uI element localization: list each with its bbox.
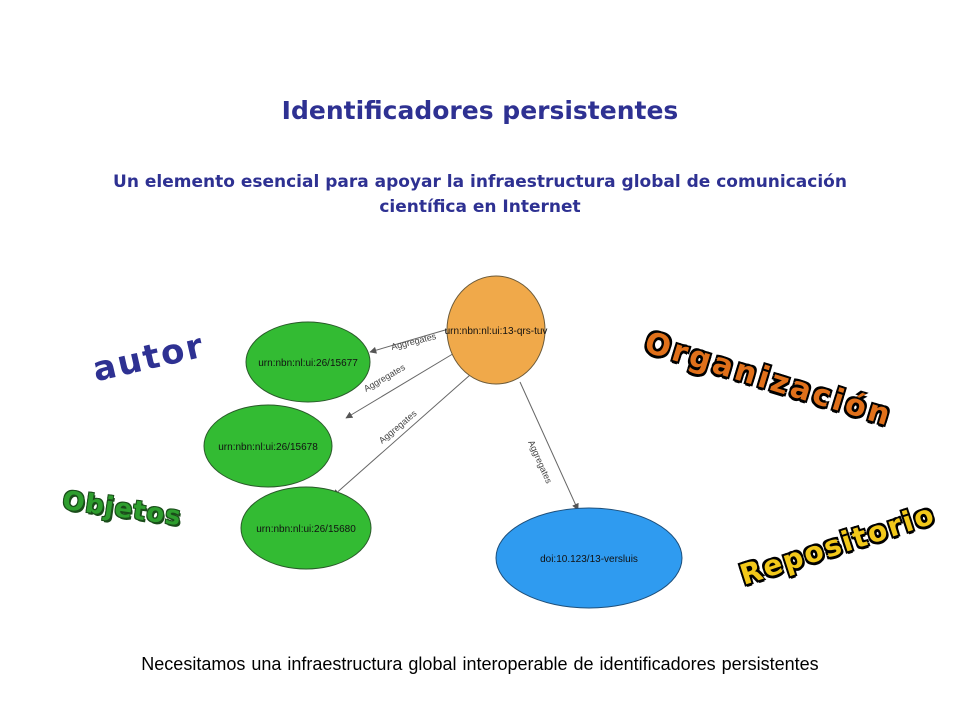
slide-title: Identificadores persistentes: [281, 96, 679, 125]
edge-root-child3: [332, 374, 471, 497]
child-node-1-label: urn:nbn:nl:ui:26/15677: [258, 358, 358, 369]
slide-subtitle: Un elemento esencial para apoyar la infr…: [113, 172, 847, 217]
root-node: [446, 275, 546, 385]
child-node-2: [203, 404, 333, 488]
doi-node: [495, 507, 683, 609]
child-node-2-label: urn:nbn:nl:ui:26/15678: [218, 442, 318, 453]
child-node-3-label: urn:nbn:nl:ui:26/15680: [256, 524, 356, 535]
child-node-3: [240, 486, 372, 570]
doi-node-label: doi:10.123/13-versluis: [540, 554, 638, 565]
edge-label-3: Aggregates: [377, 408, 419, 446]
edge-root-child1: [369, 327, 453, 354]
child-node-1: [245, 321, 371, 403]
slide-footer: Necesitamos una infraestructura global i…: [141, 654, 819, 674]
edge-label-1: Aggregates: [390, 331, 438, 352]
edge-root-child2: [345, 351, 457, 419]
edge-label-4: Aggregates: [526, 439, 554, 486]
root-node-label: urn:nbn:nl:ui:13-qrs-tuv: [445, 326, 548, 337]
edge-root-doi: [519, 381, 579, 511]
